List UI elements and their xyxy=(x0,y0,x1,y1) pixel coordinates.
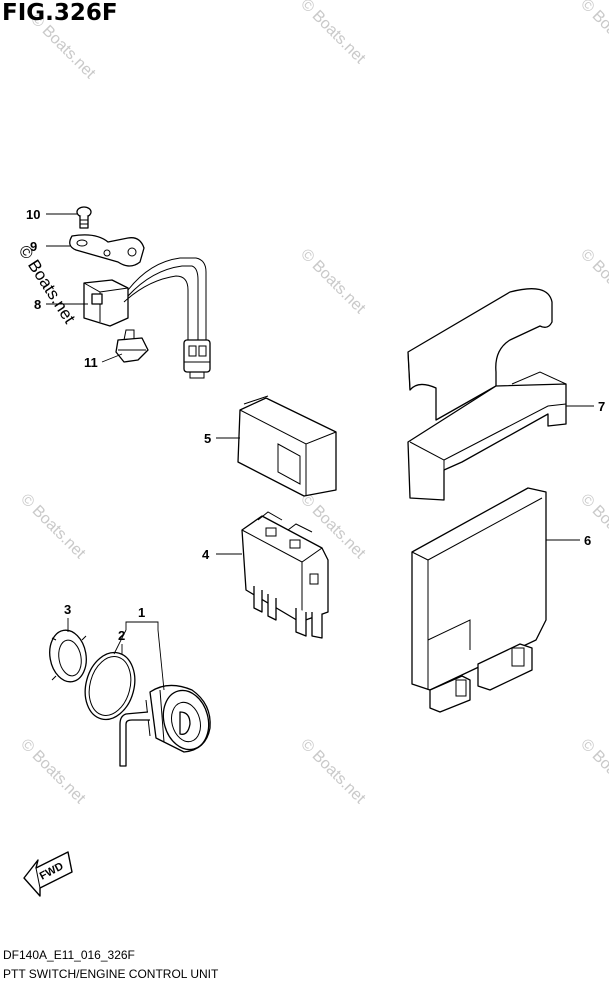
part-11-clip xyxy=(115,329,149,363)
callout-1: 1 xyxy=(138,605,145,620)
fwd-arrow-icon: FWD xyxy=(23,851,73,897)
part-1-ptt-switch xyxy=(119,684,211,767)
part-9-bracket xyxy=(69,234,145,267)
watermark: © Boats.net xyxy=(297,736,369,808)
callout-7: 7 xyxy=(598,399,605,414)
watermark: © Boats.net xyxy=(297,0,369,68)
part-10-screw xyxy=(76,206,92,229)
callout-10: 10 xyxy=(26,207,40,222)
callout-6: 6 xyxy=(584,533,591,548)
part-8-trim-sender xyxy=(83,257,211,379)
callout-8: 8 xyxy=(34,297,41,312)
leader-lines xyxy=(46,213,594,691)
part-3-nut xyxy=(49,629,87,683)
watermark: © Boats.net xyxy=(577,246,609,318)
watermark: © Boats.net xyxy=(577,0,609,68)
watermark: © Boats.net xyxy=(17,491,89,563)
side-copyright-label: © Boats.net xyxy=(15,242,80,327)
figure-code: DF140A_E11_016_326F xyxy=(3,948,135,962)
callout-3: 3 xyxy=(64,602,71,617)
callout-9: 9 xyxy=(30,239,37,254)
part-5-cover xyxy=(237,395,337,497)
callout-11: 11 xyxy=(84,355,98,370)
part-7-holder xyxy=(407,288,567,501)
callout-5: 5 xyxy=(204,431,211,446)
part-2-o-ring xyxy=(84,651,136,721)
figure-title: FIG.326F xyxy=(2,0,118,26)
part-6-ecu xyxy=(411,487,547,713)
part-4-module xyxy=(241,511,329,639)
watermark: © Boats.net xyxy=(17,736,89,808)
callout-4: 4 xyxy=(202,547,210,562)
callout-labels: 10 9 8 11 5 4 7 6 3 1 2 xyxy=(26,207,605,643)
callout-2: 2 xyxy=(118,628,125,643)
watermark: © Boats.net xyxy=(297,246,369,318)
watermark: © Boats.net xyxy=(577,491,609,563)
figure-name: PTT SWITCH/ENGINE CONTROL UNIT xyxy=(3,967,219,981)
watermark: © Boats.net xyxy=(577,736,609,808)
